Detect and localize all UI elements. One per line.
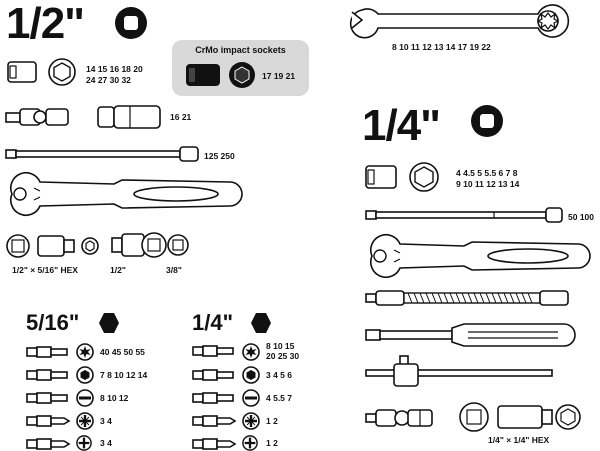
phillips-icon <box>242 435 258 451</box>
bit-icon <box>192 345 234 357</box>
half-extensions: 125 250 <box>204 151 235 161</box>
half-socket-sizes-row1: 14 15 16 18 20 <box>86 64 143 74</box>
flexible-extension-icon <box>365 290 569 306</box>
bit-sizes: 1 2 <box>266 416 278 426</box>
hex-shank-icon <box>251 313 271 333</box>
bit-icon <box>192 438 237 450</box>
heading-five-sixteenths: 5/16" <box>26 310 80 335</box>
quarter-socket-sizes-row2: 9 10 11 12 13 14 <box>456 179 520 189</box>
bit-row: 4 5.5 7 <box>192 389 322 407</box>
ratchet-icon <box>369 234 591 278</box>
bit-row: 3 4 <box>26 435 196 451</box>
bit-sizes: 4 5.5 7 <box>266 393 292 403</box>
bit-icon <box>26 369 68 381</box>
bit-sizes-row2: 20 25 30 <box>266 351 300 361</box>
heading-half-inch: 1/2" <box>6 0 85 48</box>
impact-sockets-panel: CrMo impact sockets 17 19 21 <box>172 40 309 96</box>
bit-driver-icon <box>365 323 576 347</box>
square-drive-icon <box>115 7 147 39</box>
socket-icon <box>7 58 76 86</box>
socket-icon <box>365 162 439 192</box>
pozidriv-icon <box>76 412 94 430</box>
bit-row: 40 45 50 55 <box>26 343 196 361</box>
extension-bar-icon <box>365 207 563 223</box>
bit-sizes: 3 4 <box>100 438 112 448</box>
impact-sizes: 17 19 21 <box>262 71 296 81</box>
quarter-adapter-label: 1/4" × 1/4" HEX <box>488 435 550 445</box>
half-socket-sizes-row2: 24 27 30 32 <box>86 75 131 85</box>
reducer-icon <box>111 232 189 258</box>
adapter-icon <box>6 234 99 258</box>
bit-row: 1 2 <box>192 412 322 430</box>
pozidriv-icon <box>242 412 260 430</box>
bit-sizes: 40 45 50 55 <box>100 347 145 357</box>
bit-row: 1 2 <box>192 435 322 451</box>
hex-icon <box>242 366 260 384</box>
half-deep-sockets: 16 21 <box>170 112 192 122</box>
impact-sockets-title: CrMo impact sockets <box>195 45 286 55</box>
universal-joint-icon <box>365 409 433 427</box>
bit-row: 3 4 5 6 <box>192 366 322 384</box>
heading-quarter-bits: 1/4" <box>192 310 234 335</box>
universal-joint-icon <box>5 105 161 129</box>
bit-icon <box>26 438 71 450</box>
heading-quarter-inch: 1/4" <box>362 101 441 150</box>
impact-socket-icon <box>186 62 255 88</box>
torx-icon <box>76 343 94 361</box>
slot-icon <box>76 389 94 407</box>
bit-row: 8 10 15 20 25 30 <box>192 340 322 364</box>
bit-icon <box>26 415 71 427</box>
combination-wrench-icon <box>349 4 570 39</box>
adapter-icon <box>459 402 581 432</box>
bit-sizes: 1 2 <box>266 438 278 448</box>
phillips-icon <box>76 435 92 451</box>
bit-sizes: 8 10 15 <box>266 341 295 351</box>
bit-row: 8 10 12 <box>26 389 196 407</box>
slot-icon <box>242 389 260 407</box>
bit-row: 3 4 <box>26 412 196 430</box>
square-drive-icon <box>471 105 503 137</box>
reducer-label-left: 1/2" <box>110 265 126 275</box>
sliding-t-bar-icon <box>365 355 553 387</box>
bit-icon <box>26 392 68 404</box>
hex-shank-icon <box>99 313 119 333</box>
bit-sizes: 3 4 <box>100 416 112 426</box>
bit-icon <box>192 415 237 427</box>
bit-sizes: 3 4 5 6 <box>266 370 292 380</box>
bit-icon <box>192 369 234 381</box>
bit-row: 7 8 10 12 14 <box>26 366 196 384</box>
wrench-sizes: 8 10 11 12 13 14 17 19 22 <box>392 42 491 52</box>
bit-icon <box>192 392 234 404</box>
ratchet-icon <box>9 172 243 216</box>
quarter-extensions: 50 100 <box>568 212 594 222</box>
extension-bar-icon <box>5 146 199 162</box>
bit-icon <box>26 346 68 358</box>
bit-sizes: 8 10 12 <box>100 393 129 403</box>
hex-icon <box>76 366 94 384</box>
bit-sizes: 7 8 10 12 14 <box>100 370 148 380</box>
half-adapter-label: 1/2" × 5/16" HEX <box>12 265 78 275</box>
torx-icon <box>242 343 260 361</box>
reducer-label-right: 3/8" <box>166 265 182 275</box>
quarter-socket-sizes-row1: 4 4.5 5 5.5 6 7 8 <box>456 168 518 178</box>
